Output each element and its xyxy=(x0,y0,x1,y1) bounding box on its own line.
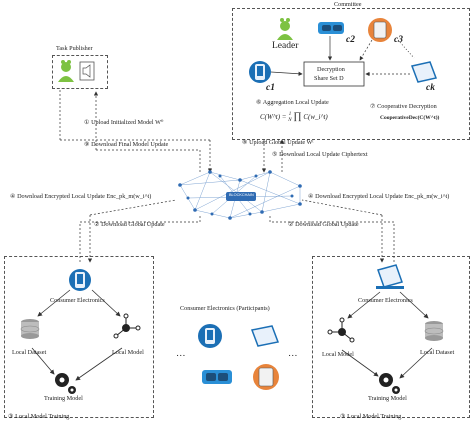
vr-headset-icon xyxy=(318,22,344,34)
formula-lhs: C(W^t) = xyxy=(260,113,289,122)
right-device-box xyxy=(312,256,470,418)
left-dataset-label: Local Dataset xyxy=(12,349,47,356)
right-model-label: Local Model xyxy=(322,351,354,358)
leader-avatar xyxy=(277,18,293,40)
right-device-arrows xyxy=(341,291,433,379)
committee-box xyxy=(232,8,470,140)
formula-frac-bot: N xyxy=(288,117,292,123)
right-training-gear-icon xyxy=(379,373,400,394)
formula-rhs: C(w_i^t) xyxy=(303,113,328,122)
formula-frac-top: 1 xyxy=(288,112,292,117)
participant-tablet-icon xyxy=(253,364,279,390)
task-publisher-title: Task Publisher xyxy=(56,45,93,52)
left-consumer-label: Consumer Electronics xyxy=(50,297,105,304)
right-consumer-label: Consumer Electronics xyxy=(358,297,413,304)
left-model-icon xyxy=(113,313,141,339)
upload-global-label: ⑧ Upload Global Update Wᵗ xyxy=(242,139,314,146)
committee-connections xyxy=(270,36,410,77)
phone-icon xyxy=(249,61,271,83)
c3-label: c3 xyxy=(394,35,403,45)
participant-phone-icon xyxy=(198,324,222,348)
download-enc-left-label: ④ Download Encrypted Local Update Enc_pk… xyxy=(10,193,152,200)
c2-label: c2 xyxy=(346,35,355,45)
c1-label: c1 xyxy=(266,83,275,93)
download-cipher-label: ⑤ Download Local Update Ciphertext xyxy=(272,151,368,158)
left-consumer-icon xyxy=(69,269,91,291)
cooperative-decryption-label: ⑦ Cooperative Decryption xyxy=(370,103,437,110)
committee-ellipsis xyxy=(397,39,415,59)
right-model-icon xyxy=(327,317,355,343)
decryption-label-1: Decryption xyxy=(317,66,345,73)
participants-ellipsis-left: … xyxy=(176,349,186,359)
left-training-label: Training Model xyxy=(44,395,83,402)
download-enc-right-label: ④ Download Encrypted Local Update Enc_pk… xyxy=(308,193,450,200)
right-dataset-label: Local Dataset xyxy=(420,349,455,356)
speaker-icon xyxy=(79,61,95,81)
ck-label: ck xyxy=(426,83,435,93)
leader-label: Leader xyxy=(272,41,299,51)
download-final-label: ⑨ Download Final Model Update xyxy=(84,141,169,148)
left-network-arrows xyxy=(79,199,201,263)
right-consumer-icon xyxy=(376,264,404,289)
download-global-left-label: ② Download Global Update xyxy=(94,221,165,228)
right-footer-label: ③ Local Model Training xyxy=(340,413,402,420)
download-global-right-label: ② Download Global Update xyxy=(288,221,359,228)
right-network-arrows xyxy=(269,199,395,263)
committee-arrows xyxy=(261,139,285,173)
left-device-box xyxy=(4,256,154,418)
right-database-icon xyxy=(424,321,444,341)
participant-vr-icon xyxy=(202,370,232,384)
cooperative-func-label: CooperativeDec(C(W^t)) xyxy=(380,115,440,121)
left-database-icon xyxy=(20,319,40,339)
left-device-arrows xyxy=(31,289,123,381)
task-publisher-box xyxy=(52,55,108,89)
blockchain-network xyxy=(178,170,302,220)
upload-init-label: ① Upload Initialized Model W⁰ xyxy=(84,119,164,126)
publisher-avatar xyxy=(58,60,74,82)
left-model-label: Local Model xyxy=(112,349,144,356)
left-training-gear-icon xyxy=(55,373,76,394)
decryption-share-set-box xyxy=(303,61,365,87)
participant-laptop-icon xyxy=(250,325,280,347)
formula: C(W^t) = 1 N ∏ C(w_i^t) xyxy=(260,112,328,123)
laptop-icon xyxy=(410,61,438,83)
tablet-orange-icon xyxy=(368,18,392,42)
formula-product: ∏ xyxy=(293,111,302,123)
participants-ellipsis-right: … xyxy=(288,349,298,359)
blockchain-label: BLOCKCHAIN xyxy=(229,193,254,197)
decryption-label-2: Share Set D xyxy=(314,75,344,82)
aggregation-label: ⑥ Aggregation Local Update xyxy=(256,99,329,106)
committee-title: Committee xyxy=(332,1,364,9)
publisher-arrows xyxy=(59,90,213,173)
right-training-label: Training Model xyxy=(368,395,407,402)
left-footer-label: ③ Local Model Training xyxy=(8,413,70,420)
participants-title: Consumer Electronics (Participants) xyxy=(180,305,270,312)
